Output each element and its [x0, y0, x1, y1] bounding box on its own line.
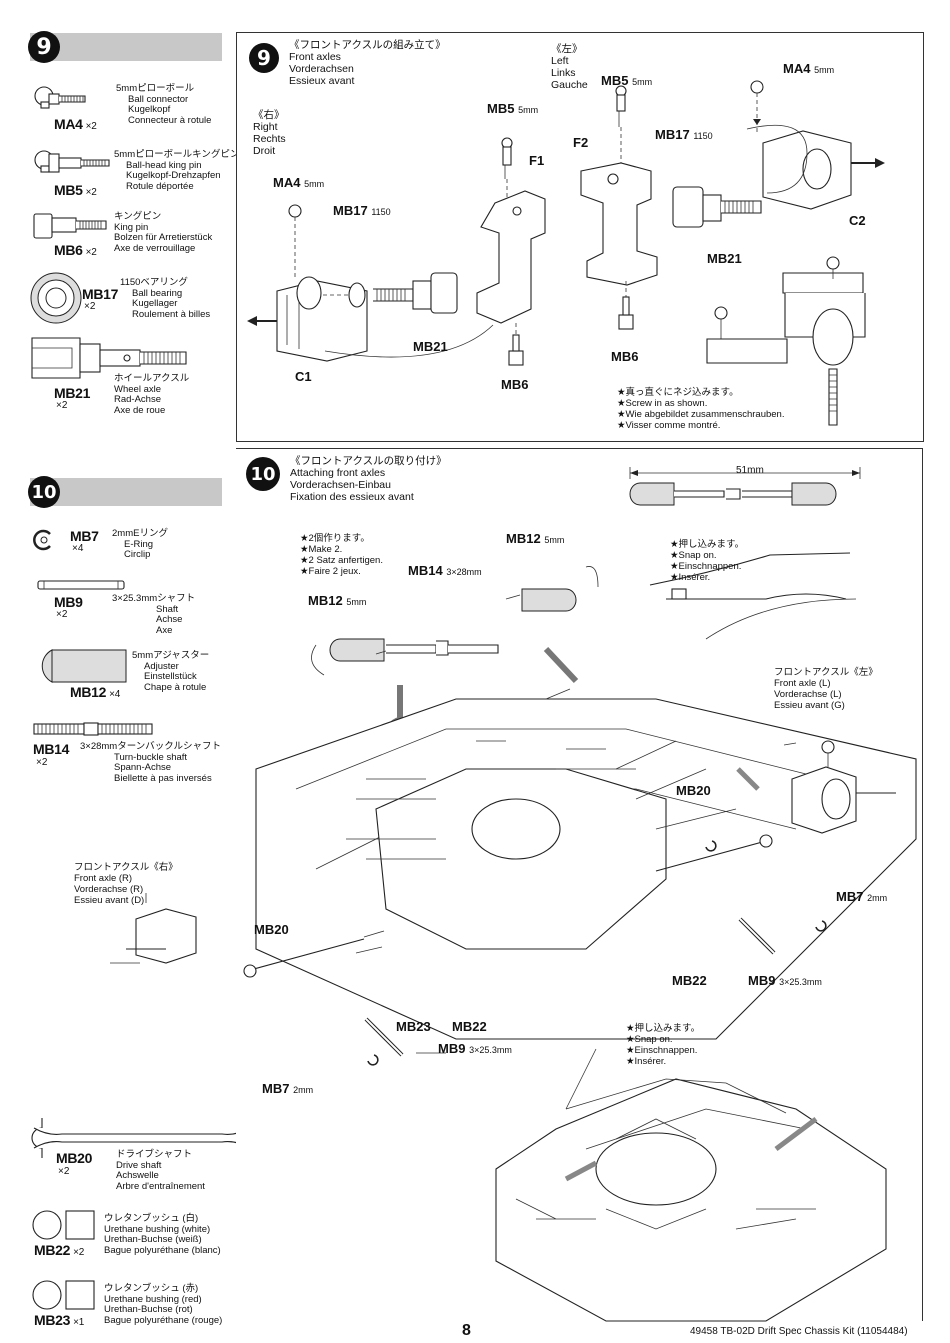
label-mb9-right: MB9 3×25.3mm: [748, 973, 822, 988]
part-desc-mb9: 3×25.3mmシャフト Shaft Achse Axe: [112, 593, 196, 636]
part-code-mb7: MB7: [70, 528, 99, 544]
shaft-icon: [37, 580, 125, 590]
part-code-mb21: MB21: [54, 385, 91, 401]
part-code-mb6: MB6×2: [54, 242, 97, 258]
step-10-diagram-panel: 10 《フロントアクスルの取り付け》 Attaching front axles…: [110, 448, 923, 1322]
wheel-axle-icon: [31, 337, 187, 379]
label-mb5-right: MB5 5mm: [487, 101, 539, 116]
label-c1: C1: [295, 369, 312, 384]
part-code-mb9: MB9: [54, 594, 83, 610]
part-desc-mb6: キングピン King pin Bolzen für Arretierstück …: [114, 211, 213, 254]
urethane-bushing-white-icon: [32, 1210, 95, 1240]
right-side-label: 《右》 Right Rechts Droit: [253, 109, 286, 157]
part-desc-mb22: ウレタンブッシュ (白) Urethane bushing (white) Ur…: [104, 1213, 221, 1256]
snap-on-note-bottom: ★押し込みます。 ★Snap on. ★Einschnappen. ★Insér…: [626, 1023, 701, 1067]
part-desc-mb14: 3×28mmターンバックルシャフト Turn-buckle shaft Span…: [80, 741, 221, 784]
label-mb22-left: MB22: [452, 1019, 487, 1034]
label-mb21-left: MB21: [707, 251, 742, 266]
part-desc-mb23: ウレタンブッシュ (赤) Urethane bushing (red) Uret…: [104, 1283, 223, 1326]
label-mb9-left: MB9 3×25.3mm: [438, 1041, 512, 1056]
king-pin-icon: [33, 213, 107, 239]
label-mb23: MB23: [396, 1019, 431, 1034]
label-mb6-left: MB6: [611, 349, 639, 364]
part-desc-mb17: 1150ベアリング Ball bearing Kugellager Roulem…: [120, 277, 211, 320]
ball-bearing-icon: [30, 272, 82, 324]
label-mb7-right: MB7 2mm: [836, 889, 888, 904]
step-9-title: 《フロントアクスルの組み立て》 Front axles Vorderachsen…: [289, 39, 446, 87]
right-axle-assembly-drawing: [247, 80, 885, 426]
step-9-number: 9: [28, 31, 60, 63]
label-mb5-left: MB5 5mm: [601, 73, 653, 88]
part-desc-mb20: ドライブシャフト Drive shaft Achswelle Arbre d'e…: [116, 1149, 205, 1192]
page-number: 8: [462, 1322, 471, 1339]
label-mb7-left: MB7 2mm: [262, 1081, 314, 1096]
label-mb20-right: MB20: [254, 922, 289, 937]
make-two-note: ★2個作ります。 ★Make 2. ★2 Satz anfertigen. ★F…: [300, 533, 383, 577]
step-9-panel-number: 9: [249, 43, 279, 73]
part-qty-mb21: ×2: [56, 400, 68, 411]
step-9-diagram-panel: 9 《フロントアクスルの組み立て》 Front axles Vorderachs…: [236, 32, 924, 442]
part-qty-mb17: ×2: [84, 301, 96, 312]
label-f2: F2: [573, 135, 589, 150]
step-10-title: 《フロントアクスルの取り付け》 Attaching front axles Vo…: [290, 455, 447, 503]
snap-on-note-top: ★押し込みます。 ★Snap on. ★Einschnappen. ★Insér…: [670, 539, 745, 583]
king-pin-ball-icon: [34, 150, 110, 173]
label-mb6-right: MB6: [501, 377, 529, 392]
part-code-mb12: MB12×4: [70, 684, 120, 700]
label-mb17-left: MB17 1150: [655, 127, 713, 142]
adjuster-icon: [41, 649, 127, 683]
ball-connector-icon: [34, 86, 86, 109]
label-mb21-right: MB21: [413, 339, 448, 354]
step-10-header-bar: [30, 478, 222, 506]
urethane-bushing-red-icon: [32, 1280, 95, 1310]
step-10-drawings: [110, 467, 917, 1322]
part-code-mb20: MB20: [56, 1150, 93, 1166]
kit-footer: 49458 TB-02D Drift Spec Chassis Kit (110…: [690, 1326, 908, 1337]
label-mb12-left: MB12 5mm: [308, 593, 367, 608]
left-side-label: 《左》 Left Links Gauche: [551, 43, 588, 91]
label-f1: F1: [529, 153, 545, 168]
screw-in-note: ★真っ直ぐにネジ込みます。 ★Screw in as shown. ★Wie a…: [617, 387, 785, 431]
label-mb14: MB14 3×28mm: [408, 563, 482, 578]
part-code-ma4: MA4×2: [54, 116, 97, 132]
step-9-header-bar: [30, 33, 222, 61]
label-mb22-right: MB22: [672, 973, 707, 988]
front-axle-left-label: フロントアクスル《左》 Front axle (L) Vorderachse (…: [774, 667, 878, 711]
part-qty-mb9: ×2: [56, 609, 68, 620]
label-mb20-left: MB20: [676, 783, 711, 798]
part-desc-ma4: 5mmピローボール Ball connector Kugelkopf Conne…: [116, 83, 212, 126]
part-qty-mb14: ×2: [36, 757, 48, 768]
circlip-icon: [33, 529, 51, 551]
label-ma4-left: MA4 5mm: [783, 61, 835, 76]
part-code-mb22: MB22×2: [34, 1242, 84, 1258]
step-10-panel-number: 10: [246, 457, 280, 491]
part-code-mb17: MB17: [82, 286, 119, 302]
part-desc-mb21: ホイールアクスル Wheel axle Rad-Achse Axe de rou…: [114, 373, 190, 416]
part-code-mb5: MB5×2: [54, 182, 97, 198]
label-ma4-right: MA4 5mm: [273, 175, 325, 190]
part-qty-mb20: ×2: [58, 1166, 70, 1177]
label-mb17-right: MB17 1150: [333, 203, 391, 218]
step-10-number: 10: [28, 476, 60, 508]
front-axle-right-label: フロントアクスル《右》 Front axle (R) Vorderachse (…: [74, 862, 178, 906]
part-code-mb14: MB14: [33, 741, 70, 757]
part-desc-mb5: 5mmピローボールキングピン Ball-head king pin Kugelk…: [114, 149, 240, 192]
length-dimension: 51mm: [736, 465, 764, 476]
part-qty-mb7: ×4: [72, 543, 84, 554]
part-desc-mb7: 2mmEリング E-Ring Circlip: [112, 528, 168, 560]
turnbuckle-shaft-icon: [33, 722, 153, 736]
part-code-mb23: MB23×1: [34, 1312, 84, 1328]
label-c2: C2: [849, 213, 866, 228]
part-desc-mb12: 5mmアジャスター Adjuster Einstellstück Chape à…: [132, 650, 210, 693]
label-mb12-top: MB12 5mm: [506, 531, 565, 546]
